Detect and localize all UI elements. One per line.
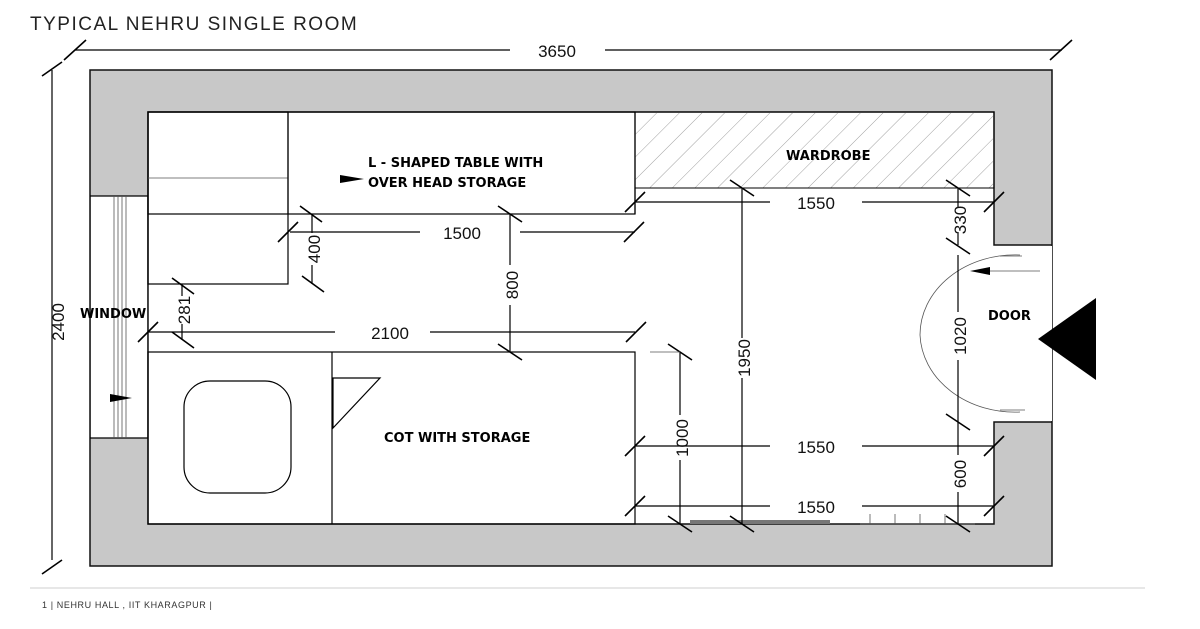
dim-gap-table-cot: 800 (503, 271, 522, 299)
door-arrow-icon (1038, 298, 1096, 380)
label-table-line2: OVER HEAD STORAGE (368, 176, 526, 191)
window (110, 196, 132, 438)
door (919, 254, 1096, 413)
window-arrow-icon (110, 394, 132, 402)
dim-room-height: 2400 (49, 303, 68, 341)
footer-text: 1 | NEHRU HALL , IIT KHARAGPUR | (42, 600, 212, 610)
dim-wardrobe-depth: 330 (951, 206, 970, 234)
dim-clear-width-mid: 1550 (797, 438, 835, 457)
dim-room-width: 3650 (538, 42, 576, 61)
pillow (183, 380, 292, 494)
label-window: WINDOW (80, 307, 146, 322)
dim-door-width: 1020 (951, 317, 970, 355)
l-shaped-table (147, 111, 636, 285)
dim-window-offset: 281 (175, 296, 194, 324)
table-arrow-icon (340, 175, 364, 183)
dim-center-height: 1950 (735, 339, 754, 377)
dim-wardrobe-to-door: 1550 (797, 194, 835, 213)
dim-door-to-wall: 600 (951, 460, 970, 488)
wardrobe (634, 111, 995, 214)
label-door: DOOR (988, 309, 1031, 324)
label-cot: COT WITH STORAGE (384, 431, 530, 446)
cot-storage-flap (332, 377, 382, 430)
cot (147, 351, 636, 525)
dim-clear-width-bottom: 1550 (797, 498, 835, 517)
page-title: TYPICAL NEHRU SINGLE ROOM (30, 14, 358, 35)
label-table-line1: L - SHAPED TABLE WITH (368, 156, 543, 171)
label-wardrobe: WARDROBE (786, 149, 870, 164)
dimension-lines (41, 39, 1073, 575)
dim-cot-length: 2100 (371, 324, 409, 343)
dim-table-length: 1500 (443, 224, 481, 243)
dim-cot-gap: 1000 (673, 419, 692, 457)
door-small-arrow-icon (970, 267, 990, 275)
dim-table-depth: 400 (305, 235, 324, 263)
floor-marks (690, 514, 975, 525)
